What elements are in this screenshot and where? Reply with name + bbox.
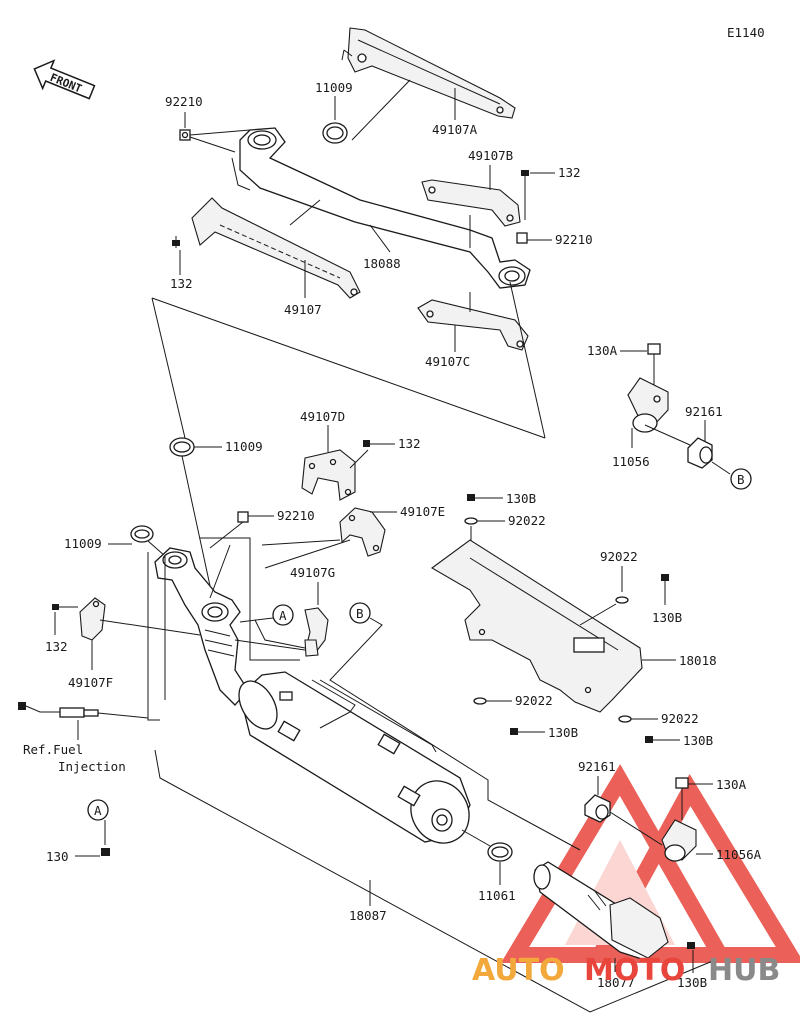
label-132-left: 132 [170, 276, 193, 291]
heat-guard-49107g [304, 607, 329, 657]
nut-92210-right [516, 232, 528, 244]
heat-guard-49107e [339, 507, 386, 557]
label-11056: 11056 [612, 454, 650, 469]
callout-a-mid: A [279, 608, 287, 623]
bolt-132-left [172, 236, 180, 248]
label-132-d: 132 [398, 436, 421, 451]
label-18088: 18088 [363, 256, 401, 271]
label-92210-mid: 92210 [277, 508, 315, 523]
label-92210-right: 92210 [555, 232, 593, 247]
bolt-130 [101, 848, 110, 856]
bolt-130a-low [675, 777, 689, 820]
label-49107c: 49107C [425, 354, 470, 369]
label-11009-mid: 11009 [225, 439, 263, 454]
label-18077: 18077 [597, 975, 635, 990]
washer-92022-b [615, 596, 629, 604]
label-130b-c: 130B [548, 725, 578, 740]
label-130a-top: 130A [587, 343, 618, 358]
bolt-130b-b [661, 574, 669, 605]
label-49107f: 49107F [68, 675, 113, 690]
label-130b-e: 130B [677, 975, 707, 990]
nut-92210-top [179, 129, 191, 141]
bolt-132-d [363, 440, 370, 447]
nut-92210-mid [237, 511, 249, 523]
label-18018: 18018 [679, 653, 717, 668]
label-92022-c: 92022 [515, 693, 553, 708]
heat-guard-49107a [341, 27, 516, 119]
bolt-130b-a [467, 494, 475, 501]
heat-guard-49107 [191, 197, 361, 299]
label-49107b: 49107B [468, 148, 513, 163]
label-92161-low: 92161 [578, 759, 616, 774]
watermark-part2: MOTO [584, 953, 685, 988]
callout-a-low: A [94, 803, 102, 818]
label-49107: 49107 [284, 302, 322, 317]
label-130b-b: 130B [652, 610, 682, 625]
label-49107e: 49107E [400, 504, 445, 519]
washer-92022-d [618, 715, 632, 723]
watermark-text: AUTO MOTO HUB [472, 953, 780, 988]
label-132-f: 132 [45, 639, 68, 654]
callout-b-circle-mid [349, 602, 371, 624]
bolt-130b-e [687, 942, 695, 949]
label-11009-top: 11009 [315, 80, 353, 95]
label-130b-d: 130B [683, 733, 713, 748]
watermark-part3: HUB [708, 953, 780, 988]
washer-92022-a [464, 517, 478, 525]
tail-pipe-18077 [533, 861, 669, 961]
callout-b-right: B [737, 472, 745, 487]
header-pipe [154, 547, 249, 706]
ref-note-line1: Ref.Fuel [23, 742, 83, 757]
front-arrow-icon: FRONT [33, 59, 96, 100]
heat-guard-49107c [417, 299, 529, 351]
label-92022-a: 92022 [508, 513, 546, 528]
watermark-triangle-inner [586, 773, 800, 963]
washer-92022-c [473, 697, 487, 705]
label-49107d: 49107D [300, 409, 345, 424]
callout-a-circle-mid [272, 604, 294, 626]
bracket-11056 [627, 377, 669, 433]
bolt-132-b [521, 170, 529, 220]
label-49107a: 49107A [432, 122, 478, 137]
bushing-92161-low [584, 794, 611, 823]
watermark-part1: AUTO [472, 953, 565, 988]
ref-note-line2: Injection [58, 759, 126, 774]
label-92161-top: 92161 [685, 404, 723, 419]
heat-guard-49107b [421, 179, 521, 227]
label-11056a: 11056A [716, 847, 762, 862]
muffler-18087 [238, 671, 471, 844]
oxygen-sensor-icon [18, 702, 99, 718]
label-11061: 11061 [478, 888, 516, 903]
heat-shield-18018 [430, 539, 643, 713]
label-130b-a: 130B [506, 491, 536, 506]
label-49107g: 49107G [290, 565, 335, 580]
callout-b-circle-right [730, 468, 752, 490]
callout-b-mid: B [356, 606, 364, 621]
label-130a-low: 130A [716, 777, 747, 792]
label-130: 130 [46, 849, 69, 864]
bracket-11056a [661, 819, 697, 862]
label-11009-left: 11009 [64, 536, 102, 551]
heat-guard-49107d [301, 449, 356, 501]
label-132-b: 132 [558, 165, 581, 180]
bolt-130b-d [645, 736, 653, 743]
bushing-92161-top [687, 437, 713, 469]
bolt-130b-c [510, 728, 518, 735]
diagram-code: E1140 [727, 25, 765, 40]
label-18087: 18087 [349, 908, 387, 923]
bolt-132-f [52, 604, 78, 610]
exhaust-pipe-18088 [231, 127, 531, 289]
heat-guard-49107f [79, 597, 106, 641]
label-92022-d: 92022 [661, 711, 699, 726]
label-92022-b: 92022 [600, 549, 638, 564]
label-92210-top: 92210 [165, 94, 203, 109]
callout-a-circle-low [87, 799, 109, 821]
